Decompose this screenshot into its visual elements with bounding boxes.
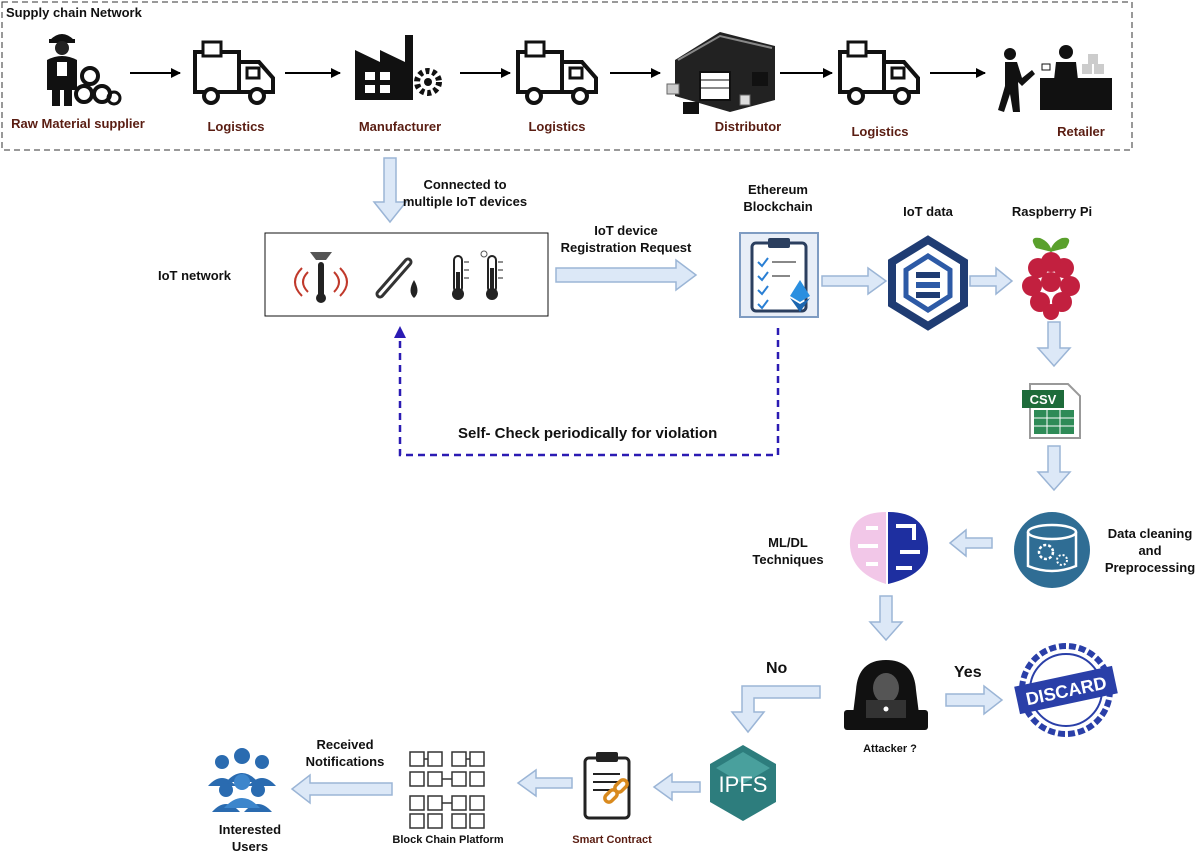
worker-icon — [47, 34, 77, 106]
flow-arrow-down — [868, 595, 904, 642]
thermometer-icon — [452, 255, 469, 300]
ipfs-icon: IPFS — [710, 745, 776, 821]
attacker-icon — [844, 660, 928, 730]
flow-arrow-right — [821, 266, 888, 296]
discard-stamp-icon: DISCARD — [1014, 643, 1118, 737]
label-raspberry-pi: Raspberry Pi — [1011, 204, 1093, 219]
flow-arrow-down — [1036, 321, 1072, 368]
label-iot-network: IoT network — [158, 268, 231, 283]
label-yes: Yes — [954, 664, 982, 681]
truck-icon — [193, 40, 275, 105]
stage-retailer: Retailer — [1057, 124, 1105, 139]
retailer-icon — [998, 45, 1112, 112]
flow-arrow-left — [948, 528, 993, 558]
raspberry-pi-icon — [1022, 237, 1080, 320]
label-connected-iot: Connected to multiple IoT devices — [402, 177, 528, 209]
data-cleaning-icon — [1014, 512, 1090, 588]
thermometer-icon — [480, 250, 503, 300]
humidity-probe-icon — [375, 257, 418, 299]
label-no: No — [766, 660, 788, 677]
truck-icon — [838, 40, 920, 105]
stage-logistics-3: Logistics — [851, 124, 909, 139]
self-check-loop — [394, 326, 780, 457]
flow-arrow-left — [516, 768, 573, 798]
stage-logistics-2: Logistics — [528, 119, 586, 134]
flow-arrow-right — [969, 266, 1014, 296]
csv-label: CSV — [1030, 392, 1057, 407]
sensor-icon — [294, 252, 348, 303]
blockchain-platform-icon — [409, 751, 485, 829]
flow-arrow-right — [945, 684, 1004, 716]
iot-data-icon — [888, 235, 968, 331]
flow-arrow-elbow — [730, 685, 821, 734]
label-registration-request: IoT device Registration Request — [560, 223, 692, 255]
flow-arrow-left — [290, 773, 393, 805]
stage-logistics-1: Logistics — [207, 119, 265, 134]
flow-arrow-left — [652, 772, 701, 802]
factory-icon — [355, 35, 442, 100]
label-iot-data: IoT data — [903, 204, 953, 219]
flow-arrow-right — [555, 258, 698, 292]
iot-network-box — [264, 232, 549, 317]
label-attacker: Attacker ? — [863, 743, 917, 755]
ml-brain-icon — [849, 512, 929, 584]
users-icon — [208, 748, 276, 812]
flow-arrow-down — [1036, 445, 1072, 492]
stage-distributor: Distributor — [714, 119, 782, 134]
stage-raw-material: Raw Material supplier — [11, 116, 145, 131]
label-blockchain-platform: Block Chain Platform — [392, 834, 504, 846]
ipfs-text: IPFS — [719, 772, 768, 797]
label-ml-dl: ML/DL Techniques — [752, 535, 824, 567]
warehouse-icon — [666, 32, 775, 114]
supply-chain-title: Supply chain Network — [6, 5, 142, 20]
gears-icon — [74, 66, 122, 106]
csv-file-icon: CSV — [1022, 383, 1081, 439]
smart-contract-icon — [583, 752, 631, 820]
label-data-cleaning: Data cleaning and Preprocessing — [1104, 526, 1196, 575]
label-smart-contract: Smart Contract — [572, 834, 652, 846]
label-self-check: Self- Check periodically for violation — [458, 425, 718, 442]
flow-arrow-down — [372, 157, 408, 224]
ethereum-blockchain-icon — [739, 232, 819, 318]
label-received-notifications: Received Notifications — [305, 737, 385, 769]
stage-manufacturer: Manufacturer — [358, 119, 442, 134]
truck-icon — [516, 40, 598, 105]
label-ethereum-blockchain: Ethereum Blockchain — [743, 182, 813, 214]
supply-chain-frame — [1, 1, 1133, 151]
